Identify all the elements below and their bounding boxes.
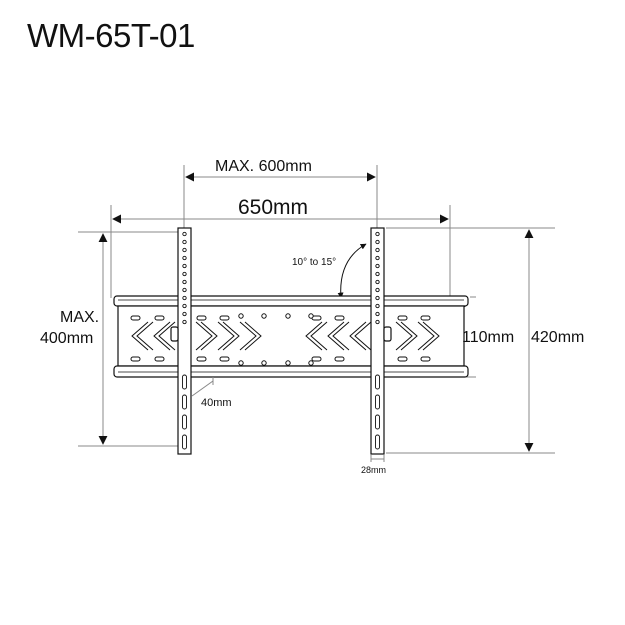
max-width-label: MAX. 600mm	[215, 158, 312, 175]
rail-height-label: 110mm	[462, 329, 515, 346]
rail-chevron-cutouts	[131, 321, 440, 351]
right-vertical-arm	[370, 227, 392, 455]
wall-rail	[113, 295, 469, 378]
overall-height-label: 420mm	[531, 329, 585, 346]
overall-width-label: 650mm	[238, 196, 309, 219]
tilt-arc	[337, 243, 367, 299]
wall-distance-label: 40mm	[201, 397, 232, 409]
tilt-angle-label: 10° to 15°	[292, 257, 337, 268]
extension-lines	[78, 165, 555, 454]
wall-distance-leader	[191, 377, 214, 397]
max-height-label-line2: 400mm	[40, 330, 94, 347]
product-model-title: WM-65T-01	[27, 17, 195, 54]
arm-width-label: 28mm	[361, 465, 387, 475]
arm-width-ticks	[370, 455, 385, 462]
rail-slots	[130, 313, 431, 366]
left-vertical-arm	[170, 227, 192, 455]
max-height-label-line1: MAX.	[60, 309, 100, 326]
